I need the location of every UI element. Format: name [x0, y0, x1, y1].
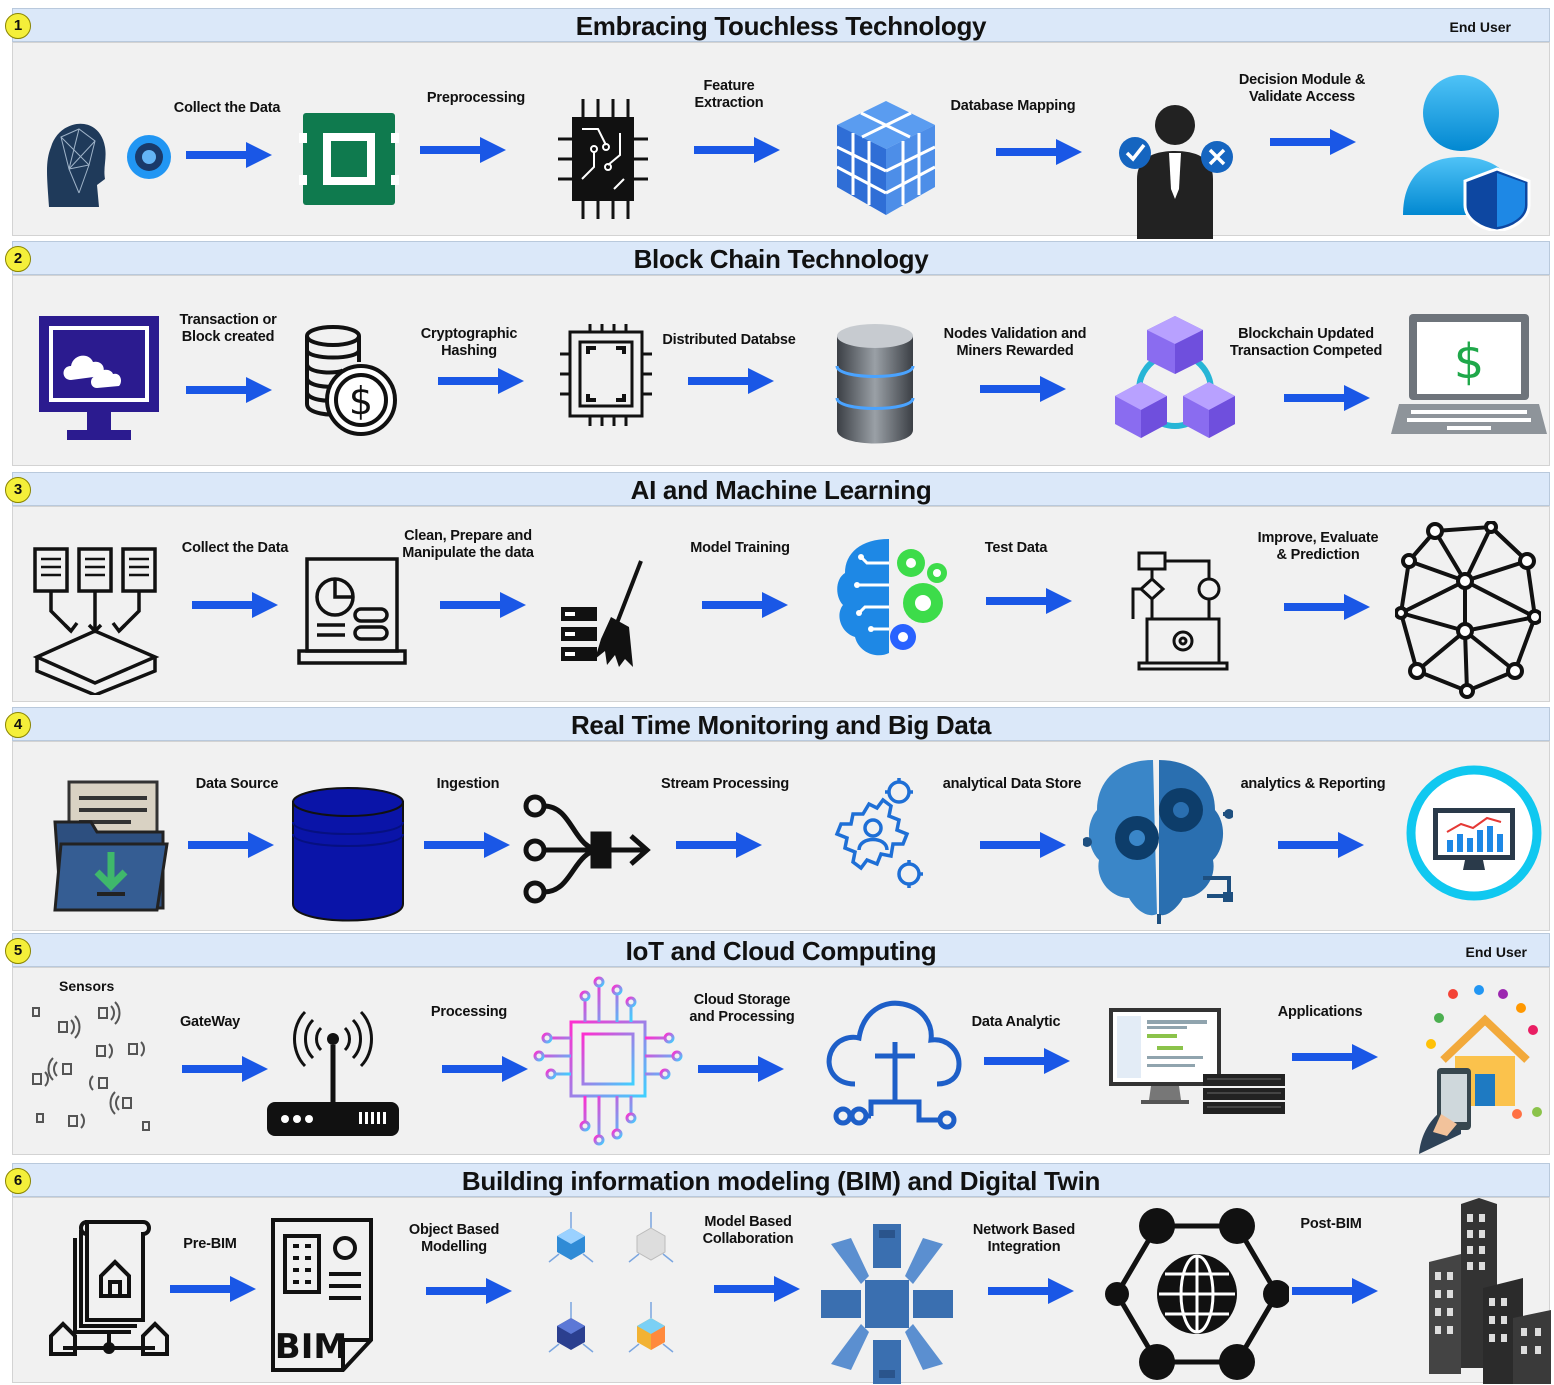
city-buildings-icon: [1421, 1198, 1554, 1384]
server-broom-icon: [559, 559, 649, 669]
step-label: Model Training: [690, 540, 790, 556]
step-label: Network Based Integration: [972, 1222, 1076, 1255]
step-label: GateWay: [179, 1014, 241, 1030]
end-user-label: End User: [1465, 944, 1527, 960]
section-blockchain: 2 Block Chain Technology $: [5, 241, 1550, 466]
section-header: 2 Block Chain Technology: [5, 241, 1550, 275]
step-label: Ingestion: [436, 776, 500, 792]
section-number-badge: 4: [5, 712, 31, 738]
section-header: 4 Real Time Monitoring and Big Data: [5, 707, 1550, 741]
step-label: Improve, Evaluate & Prediction: [1257, 530, 1379, 563]
svg-text:$: $: [349, 379, 373, 423]
coins-dollar-icon: $: [299, 322, 399, 442]
section-number-badge: 1: [5, 13, 31, 39]
globe-network-icon: [1105, 1204, 1289, 1384]
section-title: IoT and Cloud Computing: [625, 936, 937, 966]
section-header: 5 IoT and Cloud Computing End User: [5, 933, 1550, 967]
section-number-badge: 3: [5, 477, 31, 503]
end-user-shield-icon: [1403, 65, 1535, 231]
step-label: Feature Extraction: [694, 78, 764, 111]
step-label: Pre-BIM: [183, 1236, 237, 1252]
section-number-badge: 6: [5, 1168, 31, 1194]
step-label: Test Data: [984, 540, 1048, 556]
sensors-label: Sensors: [59, 978, 115, 994]
laptop-dashboard-icon: [297, 555, 407, 675]
neural-network-icon: [1395, 521, 1541, 699]
section-panel: [12, 42, 1550, 239]
step-label: Preprocessing: [426, 90, 526, 106]
section-iot-cloud: 5 IoT and Cloud Computing End User Senso…: [5, 933, 1550, 1155]
processor-neon-icon: [533, 972, 683, 1152]
section-bim: 6 Building information modeling (BIM) an…: [5, 1163, 1551, 1384]
step-label: Cloud Storage and Processing: [689, 992, 795, 1025]
end-user-label: End User: [1449, 19, 1511, 35]
decision-person-icon: [1115, 99, 1235, 239]
cloud-network-icon: [819, 982, 969, 1142]
sensors-icon: [23, 998, 163, 1148]
section-header: 1 Embracing Touchless Technology End Use…: [5, 8, 1550, 42]
stream-merge-icon: [523, 794, 653, 904]
section-title: AI and Machine Learning: [630, 475, 932, 505]
database-blue-icon: [291, 786, 405, 922]
step-label: Blockchain Updated Transaction Competed: [1229, 326, 1383, 359]
step-label: Cryptographic Hashing: [420, 326, 518, 359]
database-cube-icon: [831, 97, 941, 219]
brain-gears-icon: [831, 533, 951, 663]
folder-download-icon: [51, 778, 171, 918]
step-label: Object Based Modelling: [408, 1222, 500, 1255]
section-title: Real Time Monitoring and Big Data: [570, 710, 992, 740]
svg-text:$: $: [1454, 334, 1485, 390]
computer-server-icon: [1107, 1004, 1287, 1124]
section-title: Building information modeling (BIM) and …: [461, 1166, 1101, 1196]
step-label: Processing: [430, 1004, 508, 1020]
database-cylinder-icon: [833, 322, 917, 446]
step-label: Post-BIM: [1300, 1216, 1362, 1232]
step-label: Decision Module & Validate Access: [1238, 72, 1366, 105]
circuit-chip-icon: [558, 99, 648, 219]
step-label: Model Based Collaboration: [702, 1214, 794, 1247]
section-touchless: 1 Embracing Touchless Technology End Use…: [5, 8, 1550, 239]
section-title: Embracing Touchless Technology: [575, 11, 987, 41]
router-icon: [263, 1002, 403, 1140]
monitor-cloud-icon: [37, 314, 161, 444]
step-label: Clean, Prepare and Manipulate the data: [402, 528, 534, 561]
smart-home-phone-icon: [1417, 984, 1547, 1154]
bim-document-icon: BIM: [269, 1216, 375, 1374]
section-big-data: 4 Real Time Monitoring and Big Data: [5, 707, 1550, 931]
svg-text:BIM: BIM: [275, 1327, 347, 1367]
section-ai-ml: 3 AI and Machine Learning: [5, 472, 1550, 702]
chip-outline-icon: [556, 314, 656, 434]
laptop-dollar-icon: $: [1391, 312, 1547, 444]
section-title: Block Chain Technology: [633, 244, 929, 274]
step-label: Data Analytic: [971, 1014, 1061, 1030]
step-label: Stream Processing: [661, 776, 789, 792]
section-panel: $: [12, 275, 1550, 466]
step-label: Transaction or Block created: [179, 312, 277, 345]
brain-gears-blue-icon: [1083, 756, 1233, 926]
blockchain-cubes-icon: [1113, 312, 1237, 452]
flowchart-laptop-icon: [1131, 549, 1235, 673]
chip-icon: [299, 109, 399, 209]
step-label: Distributed Databse: [662, 332, 796, 348]
blueprint-house-icon: [47, 1216, 173, 1366]
cube-models-icon: [541, 1202, 681, 1378]
section-number-badge: 2: [5, 246, 31, 272]
section-header: 3 AI and Machine Learning: [5, 472, 1550, 506]
section-number-badge: 5: [5, 938, 31, 964]
section-header: 6 Building information modeling (BIM) an…: [5, 1163, 1550, 1197]
step-label: Data Source: [195, 776, 279, 792]
step-label: Applications: [1277, 1004, 1363, 1020]
step-label: Collect the Data: [181, 540, 289, 556]
face-recognition-icon: [39, 107, 179, 211]
monitor-chart-icon: [1405, 764, 1543, 902]
step-label: Nodes Validation and Miners Rewarded: [943, 326, 1087, 359]
step-label: Collect the Data: [173, 100, 281, 116]
gear-person-icon: [819, 774, 929, 898]
network-cubes-icon: [821, 1224, 953, 1384]
step-label: analytical Data Store: [942, 776, 1082, 792]
step-label: analytics & Reporting: [1240, 776, 1386, 792]
documents-inbox-icon: [31, 545, 161, 695]
section-panel: [12, 741, 1550, 931]
step-label: Database Mapping: [950, 98, 1076, 114]
